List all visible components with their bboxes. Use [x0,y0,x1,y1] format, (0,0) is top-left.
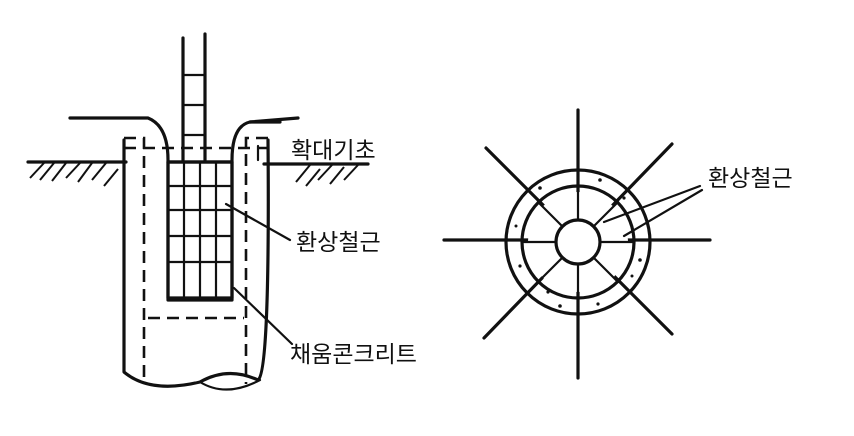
leader-ring-rebar-right-a [602,184,702,224]
plan-view: 환상철근 [442,108,793,380]
ground-line [26,160,370,187]
plan-outer-circle [504,168,652,316]
inner-spoke-stubs [520,184,636,300]
dashed-casing-lines [124,136,268,384]
pile-bottom-bulge [198,378,262,391]
pile-outline [122,138,270,388]
leader-fill-concrete [232,286,294,346]
label-fill-concrete: 채움콘크리트 [290,342,417,368]
label-ring-rebar-left: 환상철근 [296,230,381,256]
leader-ring-rebar-left [224,202,292,242]
leader-ring-rebar-right-b [622,188,704,238]
concrete-aggregate-dots-icon [514,178,642,308]
column-rebar-rails [181,32,207,162]
footing-outline [68,116,300,302]
label-ring-rebar-right: 환상철근 [708,166,793,192]
rebar-cage [166,160,234,300]
label-expanded-footing: 확대기초 [291,138,376,164]
section-view: 확대기초 환상철근 채움콘크리트 [26,32,417,391]
